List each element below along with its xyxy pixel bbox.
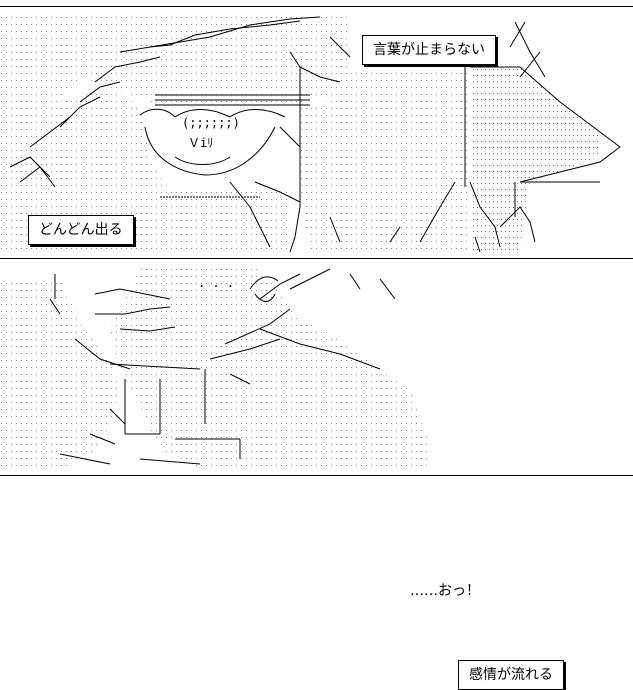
dot-fill-center [300, 67, 470, 252]
dot-fill-upper [80, 17, 350, 102]
dot-fill-lower-left [0, 87, 290, 252]
dot-fill-right [470, 67, 600, 252]
face-glyph-mouth: Ｖiﾘ [188, 136, 213, 150]
exclamation-text: ……おっ！ [410, 583, 480, 599]
dot-fill-bottom-center [110, 269, 430, 469]
caption-words-overflow: 言葉が止まらない [362, 35, 496, 65]
top-panel: (;;;;;;) Ｖiﾘ 言葉が止まらない どんどん出る [0, 6, 633, 259]
face-lines [9, 16, 621, 253]
bottom-panel-ascii-art: . . . [0, 259, 633, 475]
svg-text:. . .: . . . [198, 276, 234, 290]
top-panel-ascii-art: (;;;;;;) Ｖiﾘ [0, 7, 633, 259]
dot-fill-bottom-left [0, 279, 120, 469]
caption-dondon: どんどん出る [28, 215, 134, 245]
bottom-panel: . . . ……おっ！ 感情が流れる [0, 258, 633, 690]
bottom-lines [49, 268, 396, 465]
face-glyph-eyes: (;;;;;;) [182, 116, 240, 130]
dot-fill-left [0, 17, 80, 157]
caption-emotion-flow: 感情が流れる [458, 660, 564, 690]
top-ascii-drawing: (;;;;;;) Ｖiﾘ [0, 16, 621, 253]
bottom-ascii-drawing: . . . [0, 268, 430, 469]
